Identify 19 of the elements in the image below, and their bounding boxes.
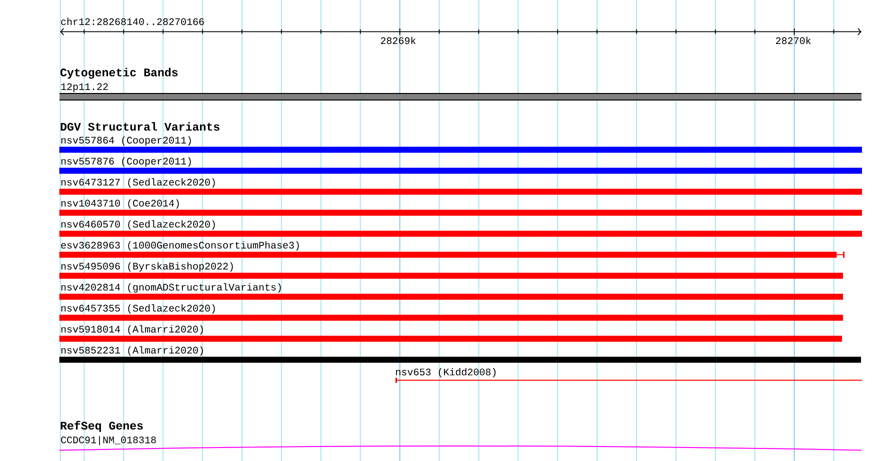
track-heading: DGV Structural Variants [60, 122, 220, 131]
tick-label: 28270k [776, 36, 811, 44]
feature-label: nsv5852231 (Almarri2020) [61, 346, 203, 356]
tick-label: 28269k [380, 36, 416, 44]
feature-label: nsv6460570 (Sedlazeck2020) [61, 220, 215, 230]
feature-label: CCDC91|NM_018318 [61, 436, 156, 446]
track-heading: Cytogenetic Bands [60, 68, 178, 79]
feature-label: nsv6473127 (Sedlazeck2020) [61, 178, 215, 188]
feature-label: nsv1043710 (Coe2014) [61, 199, 179, 209]
feature-label: esv3628963 (1000GenomesConsortiumPhase3) [61, 241, 299, 251]
feature-label: nsv5495096 (ByrskaBishop2022) [61, 262, 233, 272]
feature-label: nsv6457355 (Sedlazeck2020) [61, 304, 215, 314]
coordinate-label: chr12:28268140..28270166 [61, 18, 204, 26]
feature-label: 12p11.22 [61, 83, 108, 92]
feature-label: nsv557876 (Cooper2011) [61, 157, 191, 167]
feature-label: nsv557864 (Cooper2011) [61, 136, 191, 146]
feature-label: nsv5918014 (Almarri2020) [61, 325, 203, 335]
feature-label: nsv4202814 (gnomADStructuralVariants) [61, 283, 281, 293]
feature-label: nsv653 (Kidd2008) [396, 368, 496, 378]
